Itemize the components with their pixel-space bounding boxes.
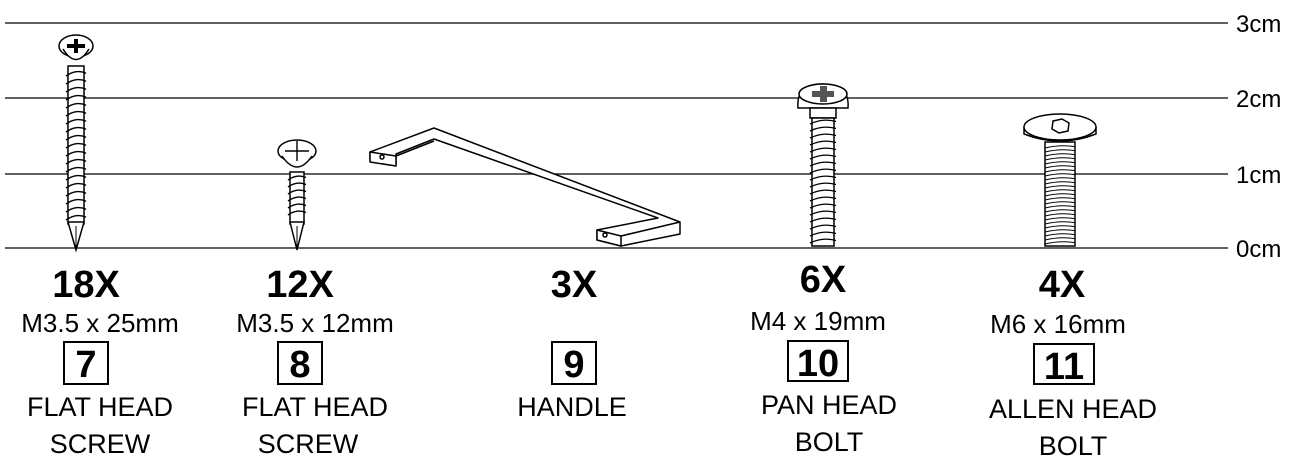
part-number-box <box>277 341 323 385</box>
part-name-line-1: ALLEN HEAD <box>989 394 1157 424</box>
quantity-label: 6X <box>800 259 847 301</box>
part-number: 8 <box>289 344 310 386</box>
part-name-line-2: BOLT <box>1039 431 1108 461</box>
allen-head-bolt-icon <box>1023 113 1097 247</box>
scale-label-3cm: 3cm <box>1236 11 1281 38</box>
part-label-9: 3X 9 HANDLE <box>517 264 627 422</box>
part-name-line-1: FLAT HEAD <box>242 392 388 422</box>
handle-icon <box>369 127 681 247</box>
part-label-10: 6X M4 x 19mm 10 PAN HEAD BOLT <box>750 259 897 457</box>
part-number-box <box>63 341 109 385</box>
pan-head-bolt-icon <box>797 83 849 247</box>
part-number-box <box>551 341 597 385</box>
part-label-8: 12X M3.5 x 12mm 8 FLAT HEAD SCREW <box>236 264 394 459</box>
quantity-label: 3X <box>551 264 598 306</box>
part-name-line-2: BOLT <box>795 427 864 457</box>
flat-head-screw-short-icon <box>277 139 317 251</box>
size-label: M4 x 19mm <box>750 306 886 336</box>
part-name-line-2: SCREW <box>258 429 359 459</box>
part-label-7: 18X M3.5 x 25mm 7 FLAT HEAD SCREW <box>21 264 179 459</box>
scale-ruler <box>5 22 1228 249</box>
quantity-label: 18X <box>52 264 120 306</box>
part-name-line-1: FLAT HEAD <box>27 392 173 422</box>
size-label: M6 x 16mm <box>990 309 1126 339</box>
scale-label-0cm: 0cm <box>1236 236 1281 263</box>
part-name-line-1: PAN HEAD <box>761 390 897 420</box>
part-name-line-1: HANDLE <box>517 392 627 422</box>
flat-head-screw-long-icon <box>58 34 94 253</box>
part-number: 11 <box>1044 346 1084 388</box>
part-number: 9 <box>563 344 584 386</box>
scale-label-1cm: 1cm <box>1236 162 1281 189</box>
size-label: M3.5 x 12mm <box>236 308 394 338</box>
part-number: 7 <box>75 344 96 386</box>
part-number-box <box>1033 343 1095 385</box>
quantity-label: 4X <box>1039 264 1086 306</box>
size-label: M3.5 x 25mm <box>21 308 179 338</box>
quantity-label: 12X <box>266 264 334 306</box>
scale-label-2cm: 2cm <box>1236 86 1281 113</box>
part-number-box <box>787 340 849 382</box>
part-label-11: 4X M6 x 16mm 11 ALLEN HEAD BOLT <box>989 264 1157 461</box>
part-name-line-2: SCREW <box>50 429 151 459</box>
part-number: 10 <box>797 343 839 385</box>
